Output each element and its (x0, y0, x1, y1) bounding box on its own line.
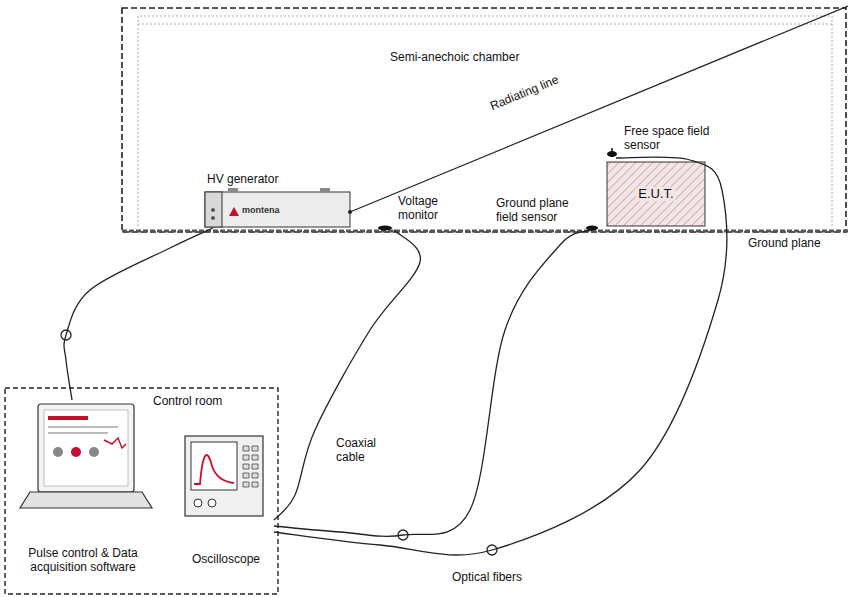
node-label: HV generator (207, 172, 278, 186)
generator-front-panel (205, 192, 222, 227)
radiating-line (350, 6, 848, 212)
optical-fiber (64, 228, 213, 400)
node-label: E.U.T. (636, 187, 675, 201)
cable-label: Optical fibers (452, 570, 522, 584)
brand-label: montena (242, 205, 280, 215)
laptop-symbol (20, 404, 152, 508)
display-bar (48, 426, 118, 428)
node-label: Free space field sensor (624, 124, 710, 152)
node-label: Oscilloscope (180, 552, 272, 566)
sensor-node: Free space field sensor (604, 124, 712, 158)
generator-knob (211, 216, 215, 220)
scope-buttons (243, 446, 258, 487)
montena-logo (229, 207, 239, 216)
connector-line (274, 230, 592, 536)
node-label: Pulse control & Data acquisition softwar… (8, 546, 158, 574)
chamber-outline (122, 8, 846, 232)
eut-box: E.U.T. (607, 162, 705, 226)
eut-box (607, 162, 705, 226)
optical-fiber (274, 230, 592, 536)
sensor-node: Voltage monitor (376, 194, 460, 230)
display-button (53, 447, 63, 457)
laptop-display (44, 410, 128, 486)
display-dots (104, 438, 126, 448)
generator-handle (320, 188, 330, 192)
chamber-region: Semi-anechoic chamber HV generatorVoltage… (122, 8, 846, 232)
generator-box: HV generator (205, 170, 350, 228)
scope-trace (194, 455, 234, 484)
connector-line (274, 230, 420, 520)
laptop-node: Pulse control & Data acquisition softwar… (8, 400, 160, 584)
voltage-monitor-sensor (378, 226, 392, 231)
cable-label: Coaxial cable (336, 436, 388, 464)
scope-knob (208, 499, 216, 507)
oscilloscope-node: Oscilloscope (180, 432, 274, 572)
line-label: Radiating line (488, 72, 561, 113)
plane-label: Ground plane (748, 236, 821, 250)
node-label: Semi-anechoic chamber (390, 50, 519, 64)
generator-body (205, 192, 350, 227)
display-bar (48, 432, 108, 434)
absorber-outline (138, 16, 832, 226)
node-label: Ground plane field sensor (496, 196, 588, 224)
display-button (89, 447, 99, 457)
generator-knob (211, 208, 215, 212)
node-label: Voltage monitor (398, 194, 456, 222)
scope-screen (191, 442, 237, 490)
oscilloscope-symbol (185, 436, 263, 516)
display-bar (48, 416, 88, 420)
sensor-node: Ground plane field sensor (494, 196, 602, 230)
control-room-outline (5, 388, 278, 594)
coaxial-cable (274, 230, 420, 520)
node-label: Control room (153, 394, 222, 408)
laptop-base (20, 492, 152, 508)
display-button (71, 447, 81, 457)
sensor-stem (611, 148, 613, 157)
connector-line (274, 157, 727, 555)
connector-line (64, 228, 213, 400)
scope-body (185, 436, 263, 516)
optical-fiber (274, 157, 727, 555)
ground-plane (122, 230, 848, 233)
room-region: Control roomPulse control & Data acquisi… (5, 388, 278, 594)
laptop-screen (38, 404, 134, 492)
ground-plane-sensor (586, 226, 598, 231)
generator-handle (228, 188, 238, 192)
scope-knob (194, 499, 202, 507)
hv-generator-symbol (205, 188, 352, 227)
hv-output (348, 210, 352, 214)
